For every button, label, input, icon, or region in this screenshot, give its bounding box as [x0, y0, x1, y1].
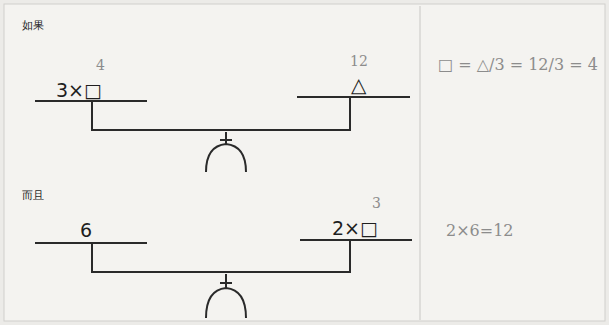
- handwritten-equation: 2×6=12: [446, 222, 514, 240]
- handwritten-answer: 4: [96, 58, 105, 73]
- balance-number: 6: [80, 220, 92, 241]
- top-balance: [35, 97, 410, 172]
- section-label: 而且: [22, 190, 44, 202]
- handwritten-answer: 3: [372, 196, 381, 211]
- section-label: 如果: [22, 20, 44, 32]
- triangle-symbol: △: [351, 74, 366, 96]
- handwritten-equation: □ = △/3 = 12/3 = 4: [438, 56, 598, 74]
- worksheet-paper: [4, 4, 605, 321]
- column-divider: [420, 6, 421, 320]
- balance-expression: 3×□: [56, 80, 102, 101]
- balance-expression: 2×□: [332, 218, 378, 239]
- bottom-balance: [35, 240, 412, 318]
- handwritten-answer: 12: [350, 54, 368, 69]
